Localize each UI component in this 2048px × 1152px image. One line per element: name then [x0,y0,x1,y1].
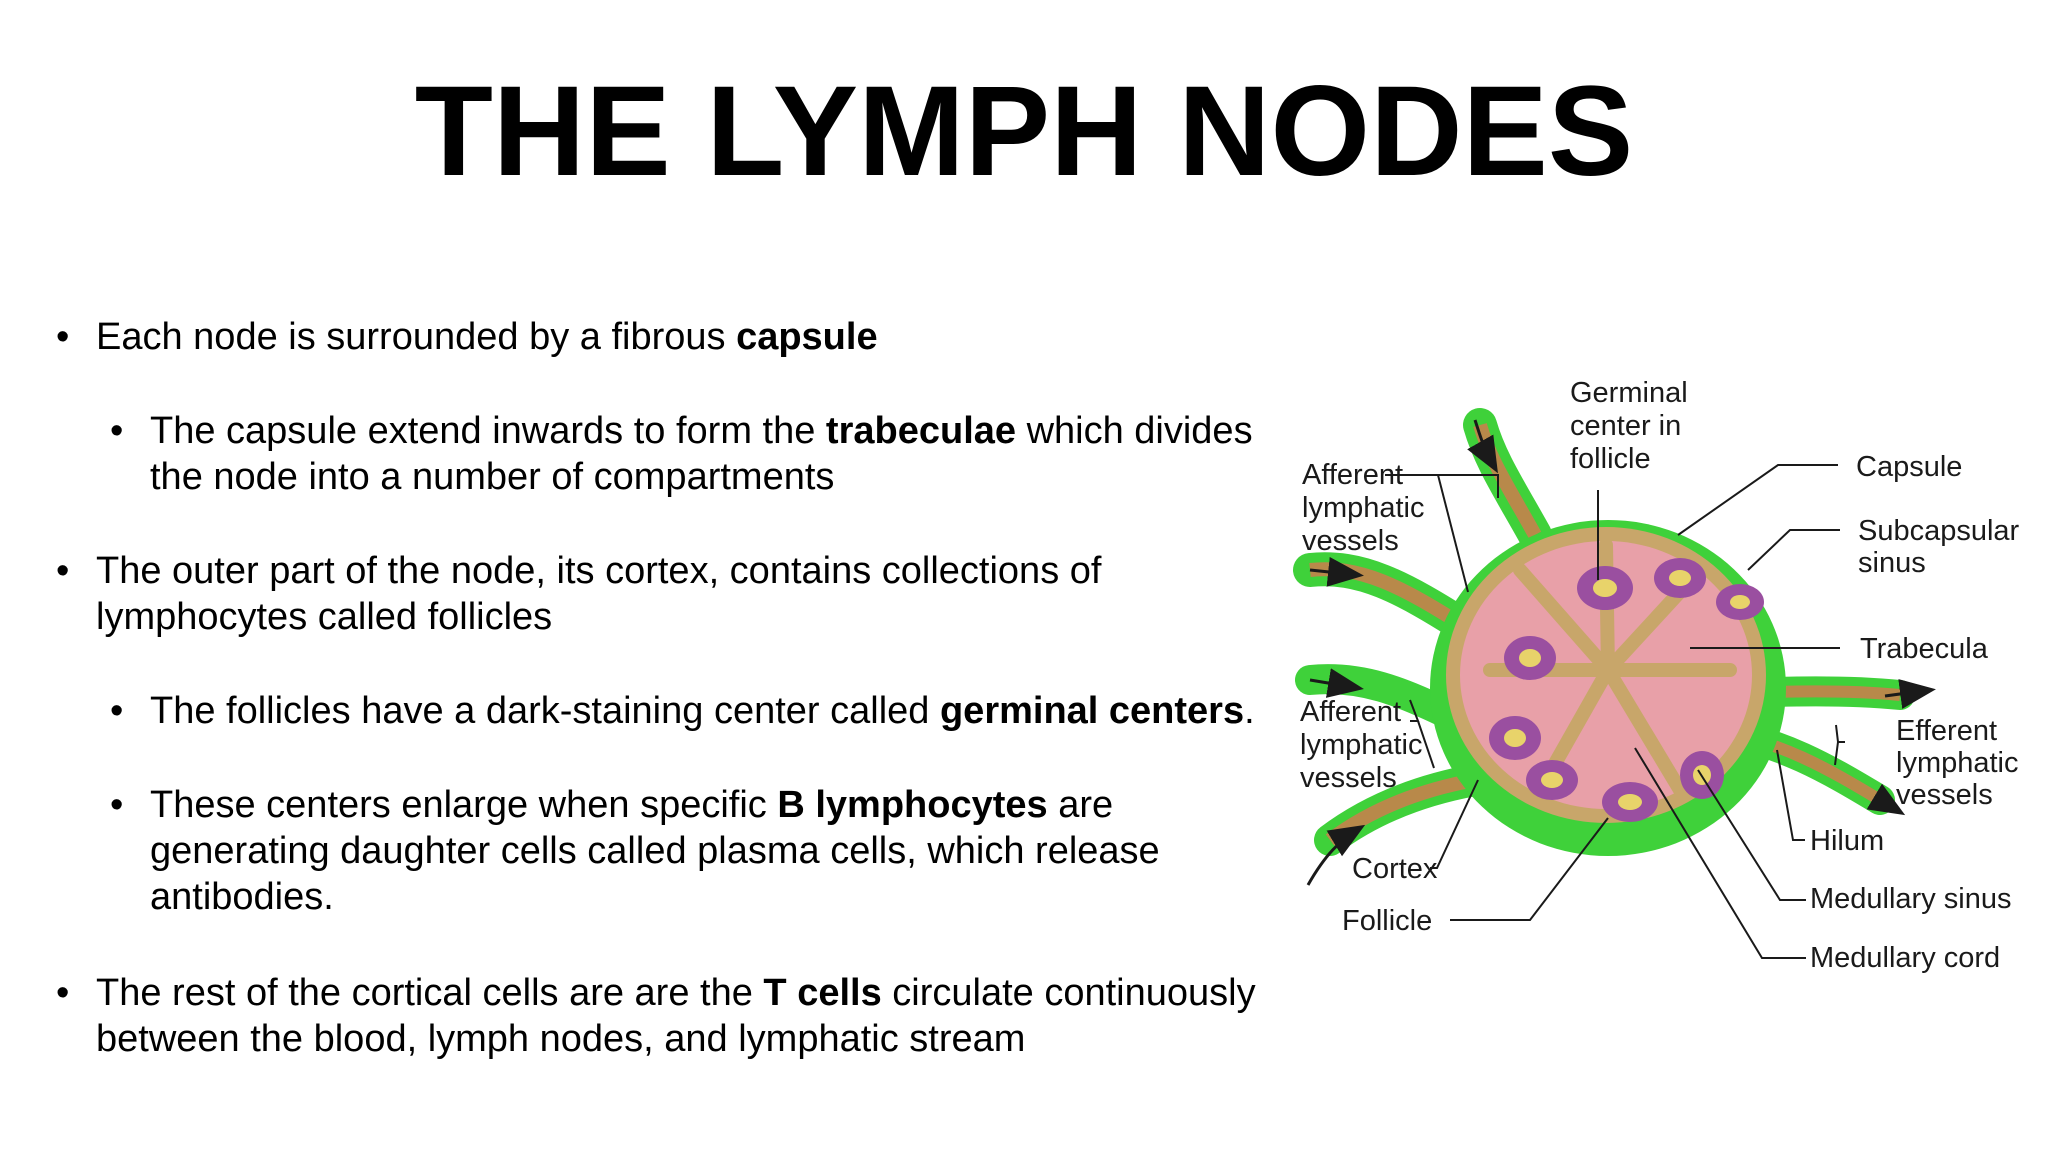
bullet-text: The follicles have a dark-staining cente… [150,690,940,732]
slide-title: THE LYMPH NODES [414,60,1634,203]
bullet-dot: • [56,316,70,358]
bullet-bold-term: trabeculae [825,410,1017,452]
bullet-dot: • [110,690,124,732]
bullet-text: are [1047,784,1114,826]
bullet-dot: • [110,784,124,826]
follicles [1489,558,1764,822]
label-medullary-cord: Medullary cord [1810,942,2000,974]
bullet-bold-term: capsule [736,316,878,358]
label-efferent-1: Efferent [1896,715,1997,747]
bullet-text: generating daughter cells called plasma … [150,830,1160,872]
bullet-capsule: • Each node is surrounded by a fibrous c… [56,314,878,360]
bullet-germinal-centers: • The follicles have a dark-staining cen… [110,688,1255,734]
bullet-bold-term: germinal centers [939,690,1245,732]
bullet-cortex: • The outer part of the node, its cortex… [56,548,1102,640]
flow-arrows [1306,419,1936,886]
bullet-text: . [1244,690,1255,732]
label-trabecula: Trabecula [1860,633,1989,665]
label-subcapsular-2: sinus [1858,547,1926,579]
bullet-dot: • [56,972,70,1014]
bullet-dot: • [110,410,124,452]
label-germinal-center-2: center in [1570,410,1681,442]
label-afferent-bottom-3: vessels [1300,762,1397,794]
bullet-text: The rest of the cortical cells are are t… [96,972,764,1014]
label-medullary-sinus: Medullary sinus [1810,883,2011,915]
label-subcapsular-1: Subcapsular [1858,515,2020,547]
label-follicle: Follicle [1342,905,1432,937]
label-afferent-top-3: vessels [1302,525,1399,557]
leader-lines [1385,464,1845,959]
label-afferent-bottom-1: Afferent [1300,696,1401,728]
label-capsule: Capsule [1856,451,1962,483]
diagram-labels: Germinal center in follicle Afferent lym… [1300,377,2020,974]
label-efferent-3: vessels [1896,779,1993,811]
bullet-text: circulate continuously [881,972,1256,1014]
bullet-b-lymphocytes: • These centers enlarge when specific B … [110,782,1160,920]
lymph-node-diagram: Germinal center in follicle Afferent lym… [1290,370,2030,990]
bullet-text: The capsule extend inwards to form the [150,410,826,452]
bullet-text: antibodies. [150,876,334,918]
label-afferent-top-1: Afferent [1302,459,1403,491]
bullet-t-cells: • The rest of the cortical cells are are… [56,970,1256,1062]
bullet-text: between the blood, lymph nodes, and lymp… [96,1018,1026,1060]
bullet-text: The outer part of the node, its cortex, … [96,550,1102,592]
label-germinal-center-3: follicle [1570,443,1651,475]
bullet-text: lymphocytes called follicles [96,596,553,638]
bullet-text: which divides [1016,410,1253,452]
bullet-text: These centers enlarge when specific [150,784,778,826]
bullet-dot: • [56,550,70,592]
bullet-text: Each node is surrounded by a fibrous [96,316,737,358]
label-germinal-center-1: Germinal [1570,377,1688,409]
label-afferent-top-2: lymphatic [1302,492,1425,524]
bullet-trabeculae: • The capsule extend inwards to form the… [110,408,1253,500]
label-afferent-bottom-2: lymphatic [1300,729,1423,761]
label-cortex: Cortex [1352,853,1438,885]
bullet-bold-term: B lymphocytes [777,784,1048,826]
bullet-text: the node into a number of compartments [150,456,835,498]
bullet-bold-term: T cells [763,972,882,1014]
label-efferent-2: lymphatic [1896,747,2019,779]
label-hilum: Hilum [1810,825,1884,857]
lymph-node-illustration: Germinal center in follicle Afferent lym… [1293,377,2020,974]
